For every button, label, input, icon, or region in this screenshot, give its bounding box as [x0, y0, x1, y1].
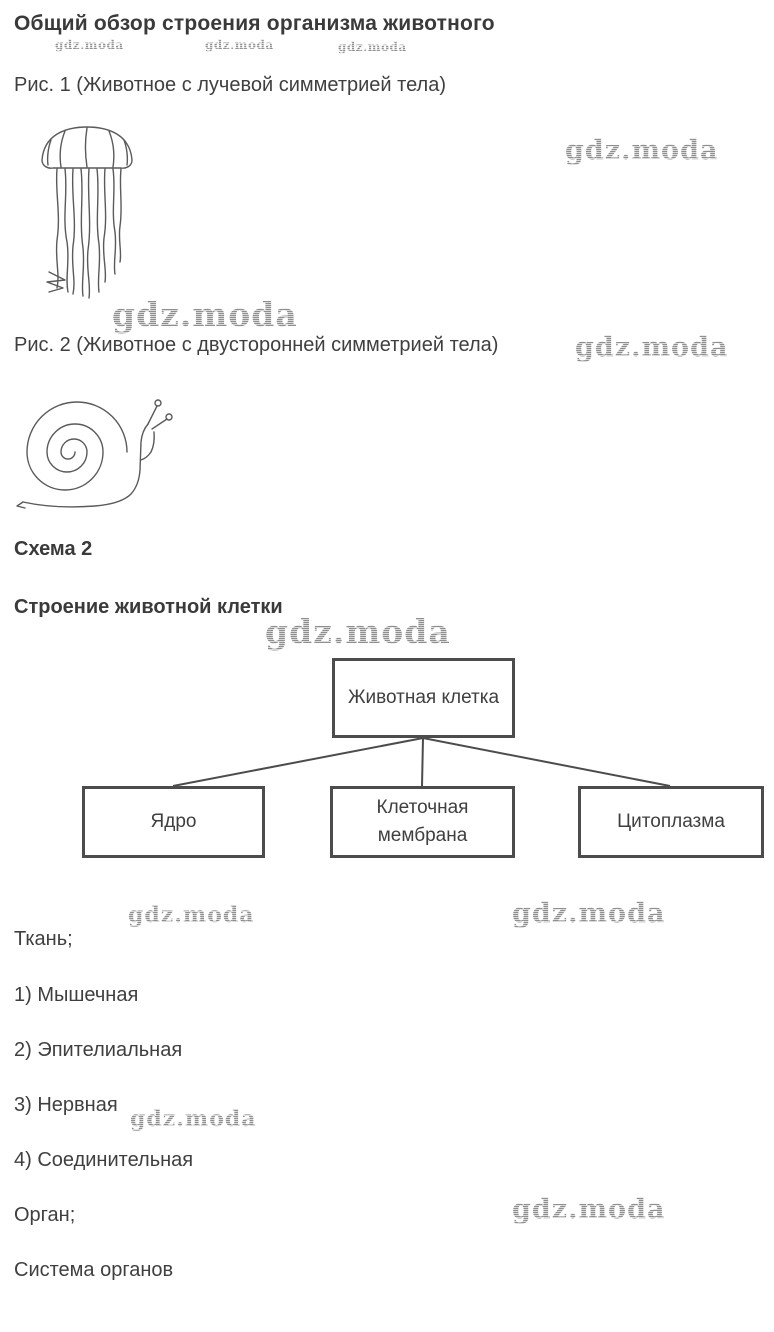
schema-label: Схема 2	[14, 538, 93, 560]
organ-system-label: Система органов	[14, 1259, 174, 1281]
watermark: gdz.moda	[112, 295, 298, 334]
schema-title: Строение животной клетки	[14, 596, 283, 618]
diagram-connectors	[172, 738, 671, 786]
list-item-tissue-3: 3) Нервная	[14, 1094, 118, 1116]
watermark: gdz.moda	[128, 902, 255, 928]
diagram-node-nucleus: Ядро	[82, 786, 265, 858]
diagram-node-root: Животная клетка	[332, 658, 515, 738]
watermark: gdz.moda	[575, 332, 729, 363]
diagram-node-membrane-label: Клеточная мембрана	[376, 797, 469, 846]
diagram-node-cytoplasm-label: Цитоплазма	[617, 811, 725, 833]
diagram-node-nucleus-label: Ядро	[150, 811, 197, 833]
figure1-caption: Рис. 1 (Животное с лучевой симметрией те…	[14, 74, 447, 96]
jellyfish-illustration	[41, 126, 133, 299]
list-item-tissue-4: 4) Соединительная	[14, 1149, 194, 1171]
figure2-caption: Рис. 2 (Животное с двусторонней симметри…	[14, 334, 499, 356]
watermark: gdz.moda	[338, 40, 407, 54]
watermark: gdz.moda	[265, 612, 451, 651]
watermark: gdz.moda	[512, 1194, 666, 1225]
diagram-node-membrane: Клеточная мембрана	[330, 786, 515, 858]
list-item-tissue-1: 1) Мышечная	[14, 984, 139, 1006]
diagram-node-cytoplasm: Цитоплазма	[578, 786, 764, 858]
diagram-node-root-label: Животная клетка	[347, 687, 500, 709]
watermark: gdz.moda	[130, 1106, 257, 1132]
watermark: gdz.moda	[512, 898, 666, 929]
watermark: gdz.moda	[205, 38, 274, 52]
list-item-tissue-2: 2) Эпителиальная	[14, 1039, 183, 1061]
watermark: gdz.moda	[565, 135, 719, 166]
page-title: Общий обзор строения организма животного	[14, 12, 495, 35]
snail-illustration	[16, 399, 173, 509]
tissue-label: Ткань;	[14, 928, 73, 950]
watermark: gdz.moda	[55, 38, 124, 52]
organ-label: Орган;	[14, 1204, 76, 1226]
